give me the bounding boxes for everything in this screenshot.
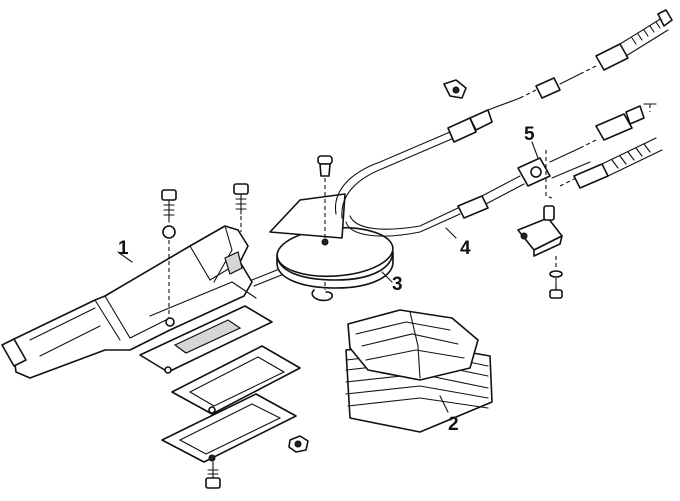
base-screw xyxy=(205,461,221,489)
callout-3: 3 xyxy=(392,274,403,295)
lever-base-bracket xyxy=(139,281,273,374)
plate-pin xyxy=(317,155,333,177)
equalizer-plate xyxy=(251,178,394,289)
brake-switch xyxy=(517,205,563,299)
callout-5: 5 xyxy=(524,124,535,145)
handbrake-lever xyxy=(1,225,253,379)
retaining-clip xyxy=(311,282,334,302)
lever-bolt-left xyxy=(161,189,177,318)
front-cable xyxy=(334,9,673,219)
cable-adjuster xyxy=(517,103,663,199)
callout-1: 1 xyxy=(118,238,129,259)
leader-2 xyxy=(439,395,449,413)
leader-1 xyxy=(117,251,133,263)
leader-3 xyxy=(381,271,393,283)
leader-4 xyxy=(445,227,457,239)
callout-4: 4 xyxy=(460,238,471,259)
mounting-plate xyxy=(171,345,301,415)
hex-nut xyxy=(288,435,309,453)
lever-bolt-right xyxy=(233,183,249,232)
rear-cable xyxy=(345,175,525,237)
gasket xyxy=(161,393,297,463)
callout-2: 2 xyxy=(448,414,459,435)
cable-clip xyxy=(443,79,467,99)
leader-5 xyxy=(531,141,539,159)
rubber-boot xyxy=(345,309,493,433)
